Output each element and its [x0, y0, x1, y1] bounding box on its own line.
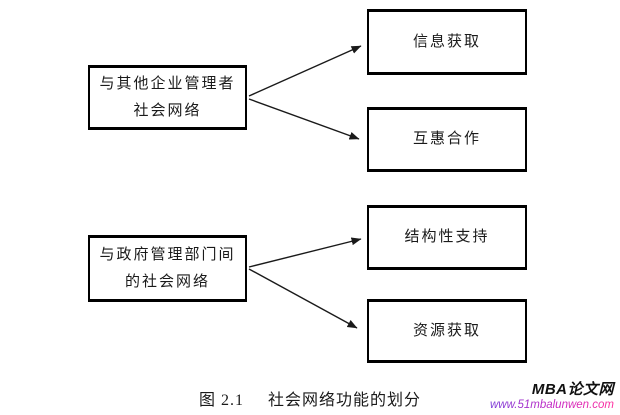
- node-text-line: 信息获取: [412, 33, 481, 50]
- figure-caption: 图 2.1 社会网络功能的划分: [0, 386, 620, 410]
- node-text-line: 的社会网络: [124, 273, 210, 290]
- figure-title: 社会网络功能的划分: [268, 392, 422, 409]
- node-government-departments-network: 与政府管理部门间 的社会网络: [88, 235, 247, 302]
- node-text-line: 资源获取: [412, 322, 481, 339]
- node-mutual-cooperation: 互惠合作: [367, 107, 527, 172]
- arrow-government-to-resource: [248, 268, 358, 329]
- watermark-site-name: MBA论文网: [531, 381, 614, 398]
- node-text-line: 与其他企业管理者: [99, 75, 236, 92]
- node-enterprise-managers-network: 与其他企业管理者 社会网络: [88, 65, 247, 130]
- node-text-line: 与政府管理部门间: [99, 246, 236, 263]
- node-information-acquisition: 信息获取: [367, 9, 527, 75]
- figure-number: 图 2.1: [198, 392, 244, 409]
- node-text-line: 结构性支持: [404, 229, 490, 245]
- arrow-managers-to-cooperation: [248, 98, 360, 140]
- node-text-line: 社会网络: [133, 102, 202, 119]
- node-text-line: 互惠合作: [412, 131, 481, 147]
- arrow-managers-to-information: [248, 45, 362, 97]
- arrow-government-to-structural: [248, 237, 362, 268]
- node-structural-support: 结构性支持: [367, 205, 527, 270]
- watermark: MBA论文网 www.51mbalunwen.com: [489, 381, 614, 411]
- node-resource-acquisition: 资源获取: [367, 299, 527, 363]
- watermark-site-url: www.51mbalunwen.com: [489, 398, 614, 411]
